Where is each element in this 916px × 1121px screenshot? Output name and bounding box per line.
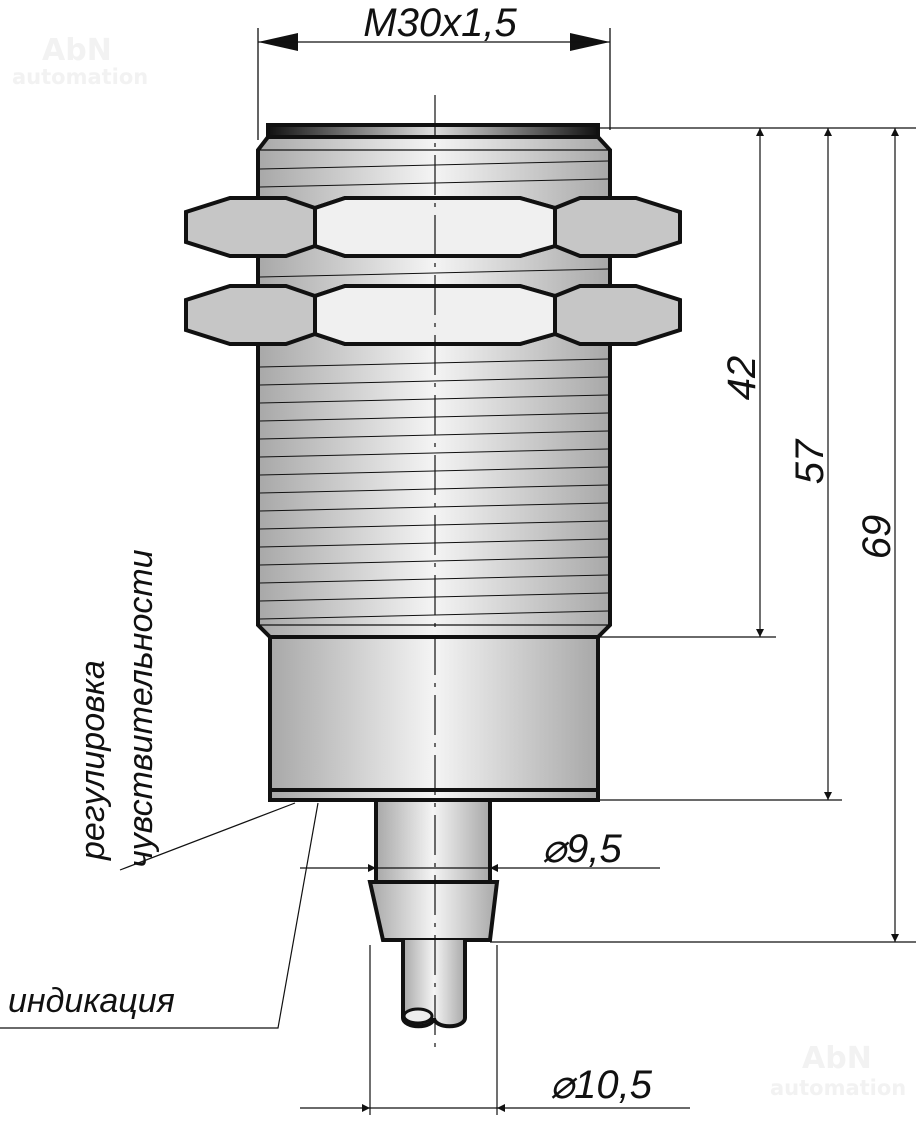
dim-57: 57 <box>788 438 832 484</box>
dia-10-5-label: ⌀10,5 <box>550 1063 653 1107</box>
thread-line <box>259 178 609 188</box>
label-sensitivity-2: чувствительности <box>122 549 160 868</box>
thread-line <box>259 268 609 278</box>
label-sensitivity-1: регулировка <box>74 660 112 861</box>
thread-line <box>259 574 609 584</box>
thread-line <box>259 466 609 476</box>
thread-line <box>259 556 609 566</box>
thread-label: M30x1,5 <box>363 1 517 45</box>
svg-text:automation: automation <box>770 1076 906 1100</box>
svg-text:AbN: AbN <box>802 1041 872 1076</box>
watermark-top-left: AbN automation <box>12 33 148 89</box>
thread-line <box>259 592 609 602</box>
thread-line <box>259 160 609 170</box>
thread-line <box>259 376 609 386</box>
thread-line <box>259 412 609 422</box>
height-dimensions <box>490 127 916 943</box>
label-indication: индикация <box>8 982 175 1020</box>
nut-lower <box>184 284 682 346</box>
thread-line <box>259 448 609 458</box>
sensor-body <box>256 123 612 1029</box>
nut-upper <box>184 196 682 258</box>
thread-line <box>259 394 609 404</box>
thread-dimension <box>257 28 611 140</box>
svg-text:AbN: AbN <box>42 33 112 68</box>
svg-text:automation: automation <box>12 65 148 89</box>
thread-line <box>259 484 609 494</box>
thread-line <box>259 538 609 548</box>
dia-9-5-label: ⌀9,5 <box>542 827 622 871</box>
watermark-bottom-right: AbN automation <box>770 1041 906 1100</box>
thread-line <box>259 502 609 512</box>
diameter-dimensions <box>300 864 690 1115</box>
dim-42: 42 <box>720 356 764 401</box>
leader-lines <box>0 802 319 1029</box>
thread-line <box>259 520 609 530</box>
thread-line <box>259 430 609 440</box>
dim-69: 69 <box>855 515 899 560</box>
thread-line <box>259 610 609 620</box>
thread-line <box>259 358 609 368</box>
